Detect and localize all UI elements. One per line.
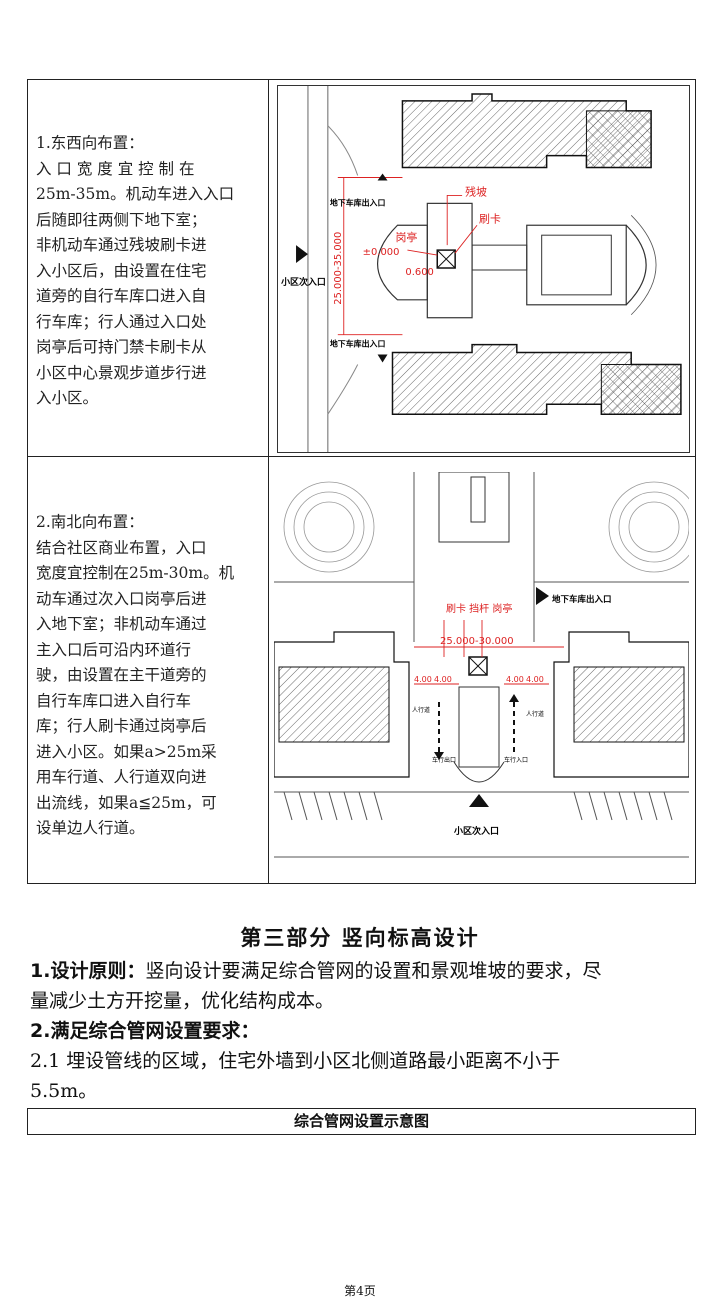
text-line: 入地下室；非机动车通过 xyxy=(36,615,207,633)
text-line: 主入口后可沿内环道行 xyxy=(36,640,192,659)
north-building xyxy=(401,93,652,169)
text-line: 小区中心景观步道步行进 xyxy=(36,363,207,382)
section-title: 第三部分 竖向标高设计 xyxy=(240,926,480,950)
dimension-label: 4.00 xyxy=(434,675,452,684)
landscape-circles xyxy=(283,481,689,573)
pipe-network-label: 2.满足综合管网设置要求： xyxy=(30,1020,260,1042)
text-line: 进入小区。如果a>25m采 xyxy=(36,742,217,761)
east-west-site-plan: 地下车库出入口 地下车库出入口 残坡 刷卡 岗亭 ±0.000 0.600 25… xyxy=(277,85,690,453)
text-line: 后随即往两侧下地下室； xyxy=(36,210,207,229)
width-dimension: 25.000-35.000 xyxy=(333,232,344,305)
table-column-divider xyxy=(268,80,269,883)
elevation-label: ±0.000 xyxy=(363,247,400,258)
vehicle-exit-label: 车行出口 xyxy=(432,756,456,764)
elevation-label: 0.600 xyxy=(405,267,433,278)
east-building xyxy=(553,631,689,778)
vehicle-entry-label: 车行入口 xyxy=(504,756,528,764)
text-line: 行车库；行人通过入口处 xyxy=(36,312,207,331)
south-building xyxy=(391,343,682,415)
gate-label: 刷卡 挡杆 岗亭 xyxy=(446,602,512,615)
text-line: 设单边人行道。 xyxy=(36,819,145,837)
text-line: 宽度宜控制在25m-30m。机 xyxy=(36,564,235,582)
dimension-label: 4.00 xyxy=(506,675,524,684)
garage-entry-label: 地下车库出入口 xyxy=(330,197,386,207)
width-dimension: 25.000-30.000 xyxy=(440,636,514,647)
booth-label: 岗亭 xyxy=(395,230,417,244)
text-line: 动车通过次入口岗亭后进 xyxy=(36,589,207,608)
text-line: 道旁的自行车库口进入自 xyxy=(36,287,207,305)
north-south-site-plan: 刷卡 挡杆 岗亭 25.000-30.000 地下车库出入口 4.00 4.00… xyxy=(274,472,689,877)
design-principle-line1: 1.设计原则：竖向设计要满足综合管网的设置和景观堆坡的要求，尽 xyxy=(30,956,695,986)
design-principle-text: 竖向设计要满足综合管网的设置和景观堆坡的要求，尽 xyxy=(145,960,602,982)
dimension-label: 4.00 xyxy=(414,675,432,684)
pipe-clause-line2: 5.5m。 xyxy=(30,1080,98,1102)
central-plaza xyxy=(471,215,657,316)
ramp-label: 残坡 xyxy=(465,184,487,198)
text-line: 入 口 宽 度 宜 控 制 在 xyxy=(36,159,195,178)
text-line: 结合社区商业布置，入口 xyxy=(36,538,207,557)
card-label: 刷卡 xyxy=(479,212,501,225)
layout-table: 1.东西向布置： 入 口 宽 度 宜 控 制 在 25m-35m。机动车进入入口… xyxy=(27,79,696,884)
page-number: 第4页 xyxy=(344,1284,376,1298)
text-line: 自行车库口进入自行车 xyxy=(36,691,192,710)
entrance-label: 小区次入口 xyxy=(453,825,499,837)
garage-entry-label: 地下车库出入口 xyxy=(552,594,612,605)
garage-entry-label: 地下车库出入口 xyxy=(330,339,386,349)
pipe-clause-line1: 2.1 埋设管线的区域，住宅外墙到小区北侧道路最小距离不小于 xyxy=(30,1050,561,1072)
west-building xyxy=(274,631,410,778)
text-line: 库；行人刷卡通过岗亭后 xyxy=(36,717,207,735)
sidewalk-label: 人行道 xyxy=(526,710,544,718)
dimension-label: 4.00 xyxy=(526,675,544,684)
text-line: 入小区。 xyxy=(36,389,99,407)
design-principle-line2: 量减少土方开挖量，优化结构成本。 xyxy=(30,990,335,1012)
text-line: 驶，由设置在主干道旁的 xyxy=(36,666,207,684)
text-line: 25m-35m。机动车进入入口 xyxy=(36,185,235,203)
table-row-divider xyxy=(28,456,695,457)
figure-caption: 综合管网设置示意图 xyxy=(27,1108,696,1135)
text-line: 2.南北向布置： xyxy=(36,513,144,531)
text-line: 用车行道、人行道双向进 xyxy=(36,768,207,786)
text-line: 1.东西向布置： xyxy=(36,134,144,152)
text-line: 岗亭后可持门禁卡刷卡从 xyxy=(36,338,207,356)
north-south-description: 2.南北向布置： 结合社区商业布置，入口 宽度宜控制在25m-30m。机 动车通… xyxy=(36,510,262,842)
text-line: 入小区后，由设置在住宅 xyxy=(36,261,207,280)
text-line: 出流线，如果a≦25m，可 xyxy=(36,793,217,812)
design-principle-label: 1.设计原则： xyxy=(30,960,146,982)
east-west-description: 1.东西向布置： 入 口 宽 度 宜 控 制 在 25m-35m。机动车进入入口… xyxy=(36,131,261,412)
text-line: 非机动车通过残坡刷卡进 xyxy=(36,236,207,254)
sidewalk-label: 人行道 xyxy=(412,706,430,714)
pipe-network-heading: 2.满足综合管网设置要求： xyxy=(30,1016,695,1046)
entrance-label: 小区次入口 xyxy=(280,276,326,288)
